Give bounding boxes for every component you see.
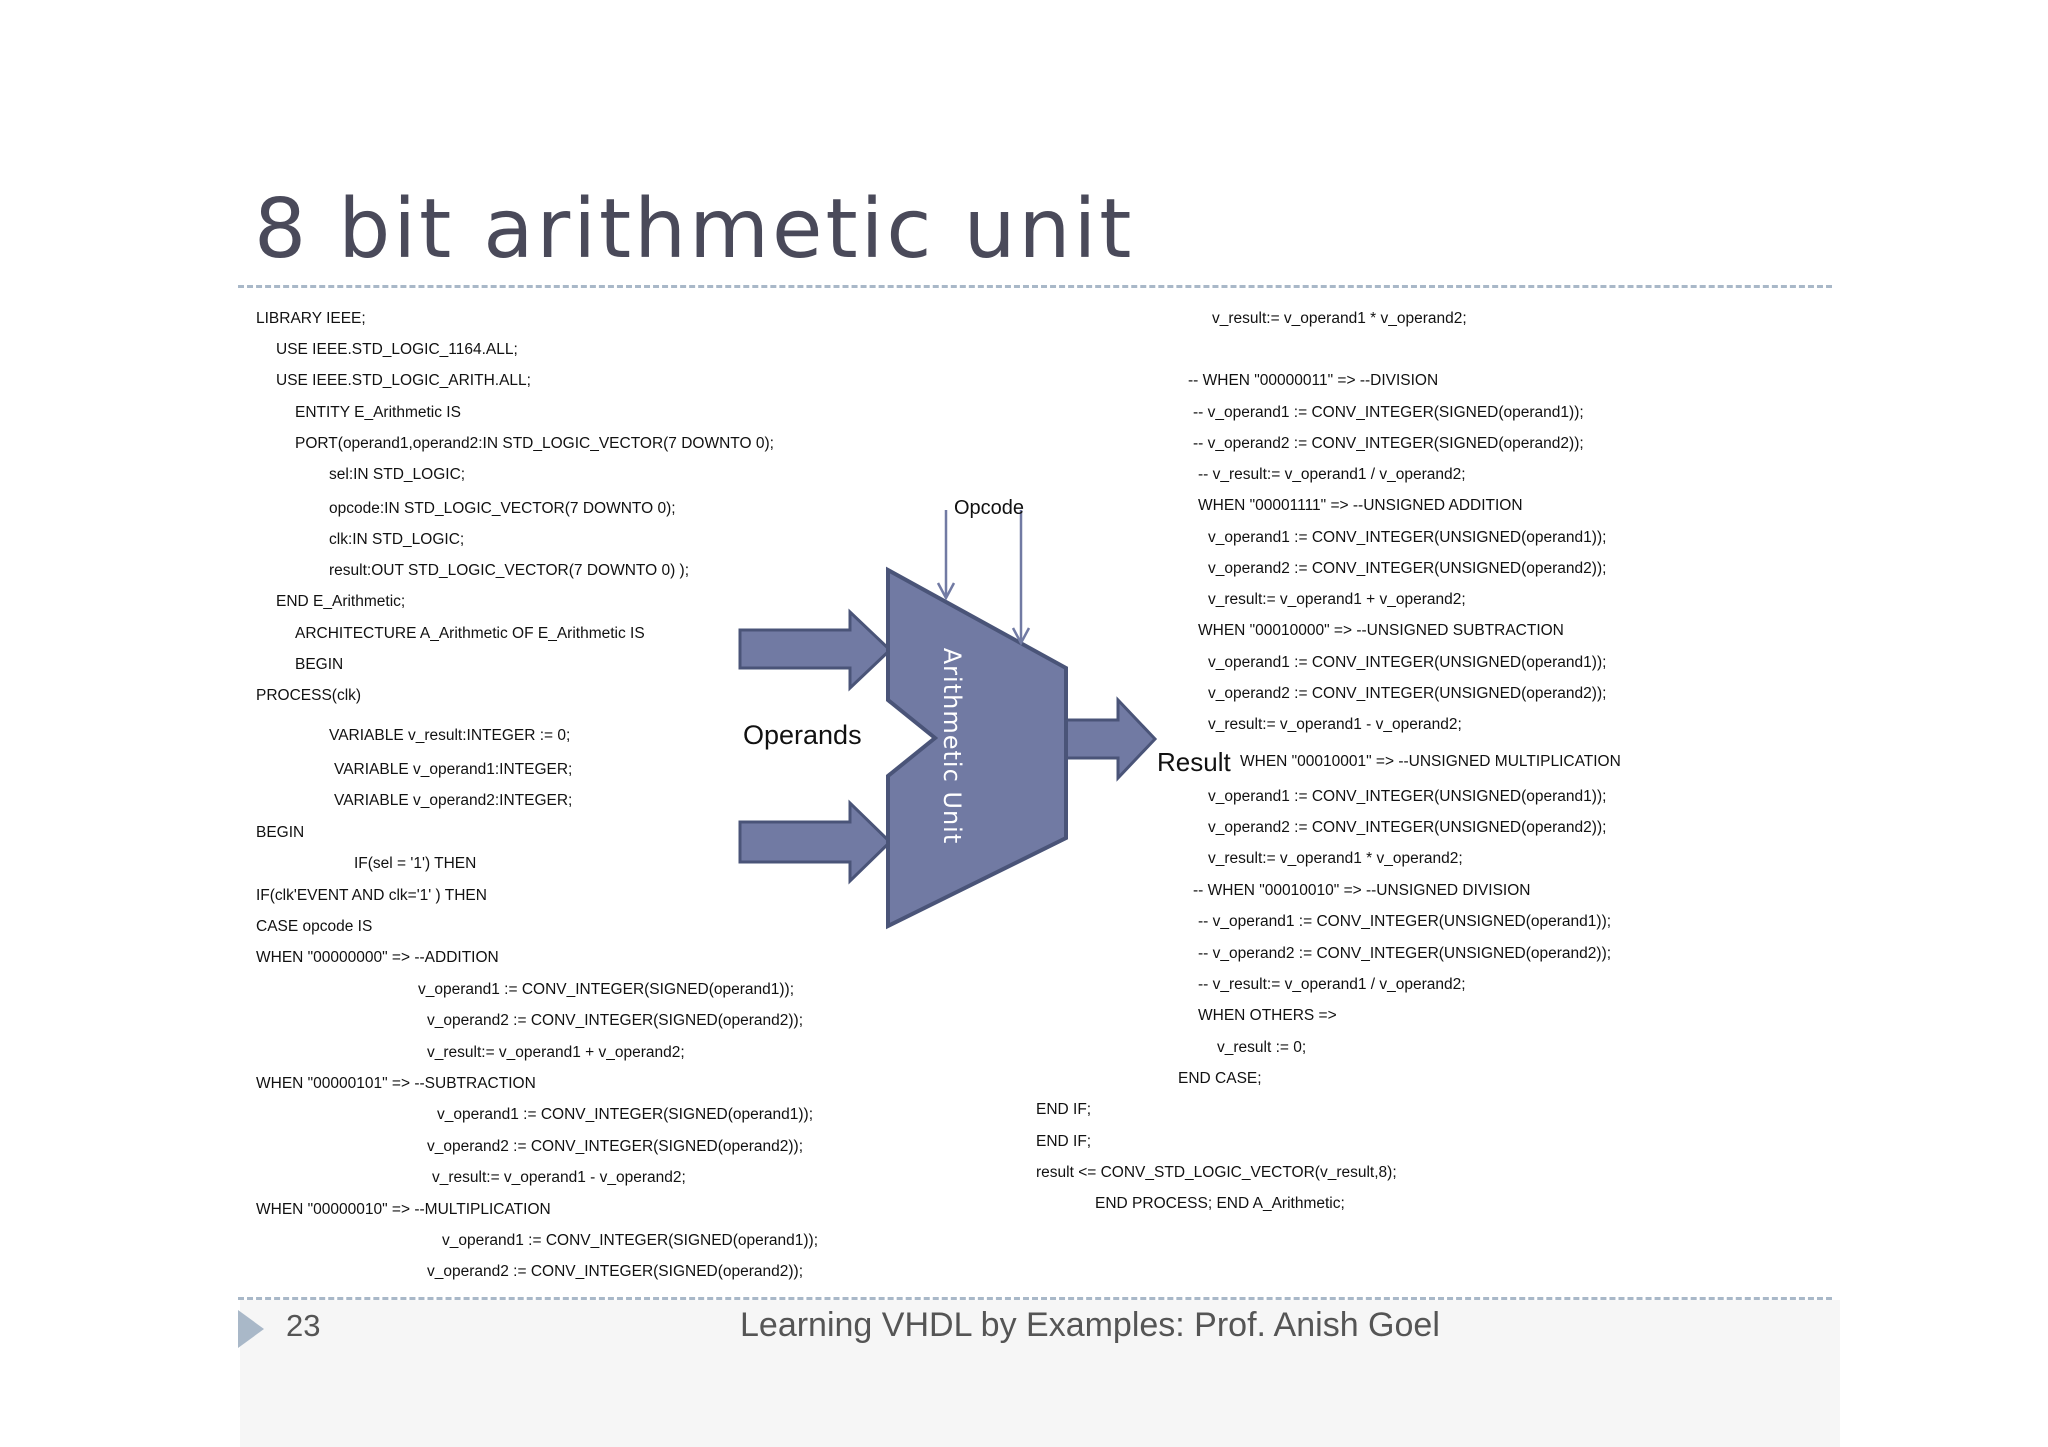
code-line: v_result:= v_operand1 + v_operand2; bbox=[1208, 591, 1466, 608]
opcode-label: Opcode bbox=[954, 497, 1025, 519]
code-line: IF(clk'EVENT AND clk='1' ) THEN bbox=[256, 887, 487, 904]
code-line: v_operand1 := CONV_INTEGER(SIGNED(operan… bbox=[437, 1106, 814, 1123]
code-line: WHEN "00000101" => --SUBTRACTION bbox=[256, 1075, 536, 1092]
code-line: VARIABLE v_operand2:INTEGER; bbox=[334, 792, 573, 809]
code-line: -- v_operand1 := CONV_INTEGER(SIGNED(ope… bbox=[1193, 404, 1584, 421]
operand1-arrow bbox=[738, 608, 893, 692]
code-line: v_operand1 := CONV_INTEGER(SIGNED(operan… bbox=[418, 981, 795, 998]
code-line: VARIABLE v_result:INTEGER := 0; bbox=[329, 727, 571, 744]
code-line: VARIABLE v_operand1:INTEGER; bbox=[334, 761, 573, 778]
code-line: v_operand1 := CONV_INTEGER(UNSIGNED(oper… bbox=[1208, 788, 1607, 805]
code-line: ENTITY E_Arithmetic IS bbox=[295, 404, 461, 421]
code-line: v_result:= v_operand1 + v_operand2; bbox=[427, 1044, 685, 1061]
code-line: v_result:= v_operand1 - v_operand2; bbox=[1208, 716, 1462, 733]
code-line: v_operand2 := CONV_INTEGER(UNSIGNED(oper… bbox=[1208, 685, 1607, 702]
slide-title: 8 bit arithmetic unit bbox=[254, 182, 1135, 277]
code-line: USE IEEE.STD_LOGIC_1164.ALL; bbox=[276, 341, 518, 358]
footer-background bbox=[240, 1300, 1840, 1447]
code-line: sel:IN STD_LOGIC; bbox=[329, 466, 466, 483]
code-line: END PROCESS; END A_Arithmetic; bbox=[1095, 1195, 1345, 1212]
result-arrow bbox=[1063, 696, 1158, 782]
code-line: LIBRARY IEEE; bbox=[256, 310, 366, 327]
alu-body bbox=[886, 566, 1068, 930]
code-line: -- WHEN "00010010" => --UNSIGNED DIVISIO… bbox=[1193, 882, 1531, 899]
code-line: USE IEEE.STD_LOGIC_ARITH.ALL; bbox=[276, 372, 531, 389]
operands-label: Operands bbox=[743, 720, 862, 750]
code-line: END IF; bbox=[1036, 1101, 1092, 1118]
footer-divider bbox=[238, 1297, 1832, 1300]
code-line: v_operand1 := CONV_INTEGER(SIGNED(operan… bbox=[442, 1232, 819, 1249]
code-line: result:OUT STD_LOGIC_VECTOR(7 DOWNTO 0) … bbox=[329, 562, 690, 579]
code-line: END E_Arithmetic; bbox=[276, 593, 406, 610]
code-line: -- v_operand2 := CONV_INTEGER(UNSIGNED(o… bbox=[1198, 945, 1612, 962]
code-line: -- v_operand1 := CONV_INTEGER(UNSIGNED(o… bbox=[1198, 913, 1612, 930]
code-line: v_operand2 := CONV_INTEGER(SIGNED(operan… bbox=[427, 1263, 804, 1280]
code-line: v_operand2 := CONV_INTEGER(UNSIGNED(oper… bbox=[1208, 560, 1607, 577]
code-line: -- v_result:= v_operand1 / v_operand2; bbox=[1198, 466, 1466, 483]
code-line: v_operand2 := CONV_INTEGER(SIGNED(operan… bbox=[427, 1012, 804, 1029]
page-number: 23 bbox=[286, 1308, 321, 1343]
code-line: v_result := 0; bbox=[1217, 1039, 1307, 1056]
code-line: clk:IN STD_LOGIC; bbox=[329, 531, 465, 548]
code-line: v_result:= v_operand1 - v_operand2; bbox=[432, 1169, 686, 1186]
code-line: v_result:= v_operand1 * v_operand2; bbox=[1212, 310, 1467, 327]
code-line: v_operand1 := CONV_INTEGER(UNSIGNED(oper… bbox=[1208, 529, 1607, 546]
code-line: BEGIN bbox=[295, 656, 344, 673]
footer-bullet-icon bbox=[238, 1310, 264, 1348]
code-line: -- WHEN "00000011" => --DIVISION bbox=[1188, 372, 1439, 389]
opcode-arrow-1 bbox=[936, 510, 956, 601]
code-line: WHEN "00001111" => --UNSIGNED ADDITION bbox=[1198, 497, 1523, 514]
footer-text: Learning VHDL by Examples: Prof. Anish G… bbox=[740, 1306, 1440, 1344]
code-line: END IF; bbox=[1036, 1133, 1092, 1150]
code-line: WHEN "00010001" => --UNSIGNED MULTIPLICA… bbox=[1240, 753, 1621, 770]
opcode-arrow-2 bbox=[1011, 510, 1031, 646]
code-line: v_result:= v_operand1 * v_operand2; bbox=[1208, 850, 1463, 867]
code-line: opcode:IN STD_LOGIC_VECTOR(7 DOWNTO 0); bbox=[329, 500, 676, 517]
code-line: -- v_result:= v_operand1 / v_operand2; bbox=[1198, 976, 1466, 993]
code-line: BEGIN bbox=[256, 824, 305, 841]
code-line: WHEN "00010000" => --UNSIGNED SUBTRACTIO… bbox=[1198, 622, 1564, 639]
unit-label: Arithmetic Unit bbox=[938, 648, 966, 844]
code-line: END CASE; bbox=[1178, 1070, 1262, 1087]
code-line: WHEN "00000000" => --ADDITION bbox=[256, 949, 499, 966]
code-line: v_operand1 := CONV_INTEGER(UNSIGNED(oper… bbox=[1208, 654, 1607, 671]
code-line: CASE opcode IS bbox=[256, 918, 373, 935]
code-line: -- v_operand2 := CONV_INTEGER(SIGNED(ope… bbox=[1193, 435, 1584, 452]
operand2-arrow bbox=[738, 799, 893, 885]
code-line: result <= CONV_STD_LOGIC_VECTOR(v_result… bbox=[1036, 1164, 1397, 1181]
code-line: PROCESS(clk) bbox=[256, 687, 362, 704]
title-divider bbox=[238, 285, 1832, 288]
code-line: ARCHITECTURE A_Arithmetic OF E_Arithmeti… bbox=[295, 625, 645, 642]
result-label: Result bbox=[1157, 747, 1231, 777]
code-line: WHEN OTHERS => bbox=[1198, 1007, 1337, 1024]
code-line: v_operand2 := CONV_INTEGER(SIGNED(operan… bbox=[427, 1138, 804, 1155]
code-line: WHEN "00000010" => --MULTIPLICATION bbox=[256, 1201, 551, 1218]
code-line: IF(sel = '1') THEN bbox=[354, 855, 477, 872]
code-line: PORT(operand1,operand2:IN STD_LOGIC_VECT… bbox=[295, 435, 774, 452]
code-line: v_operand2 := CONV_INTEGER(UNSIGNED(oper… bbox=[1208, 819, 1607, 836]
